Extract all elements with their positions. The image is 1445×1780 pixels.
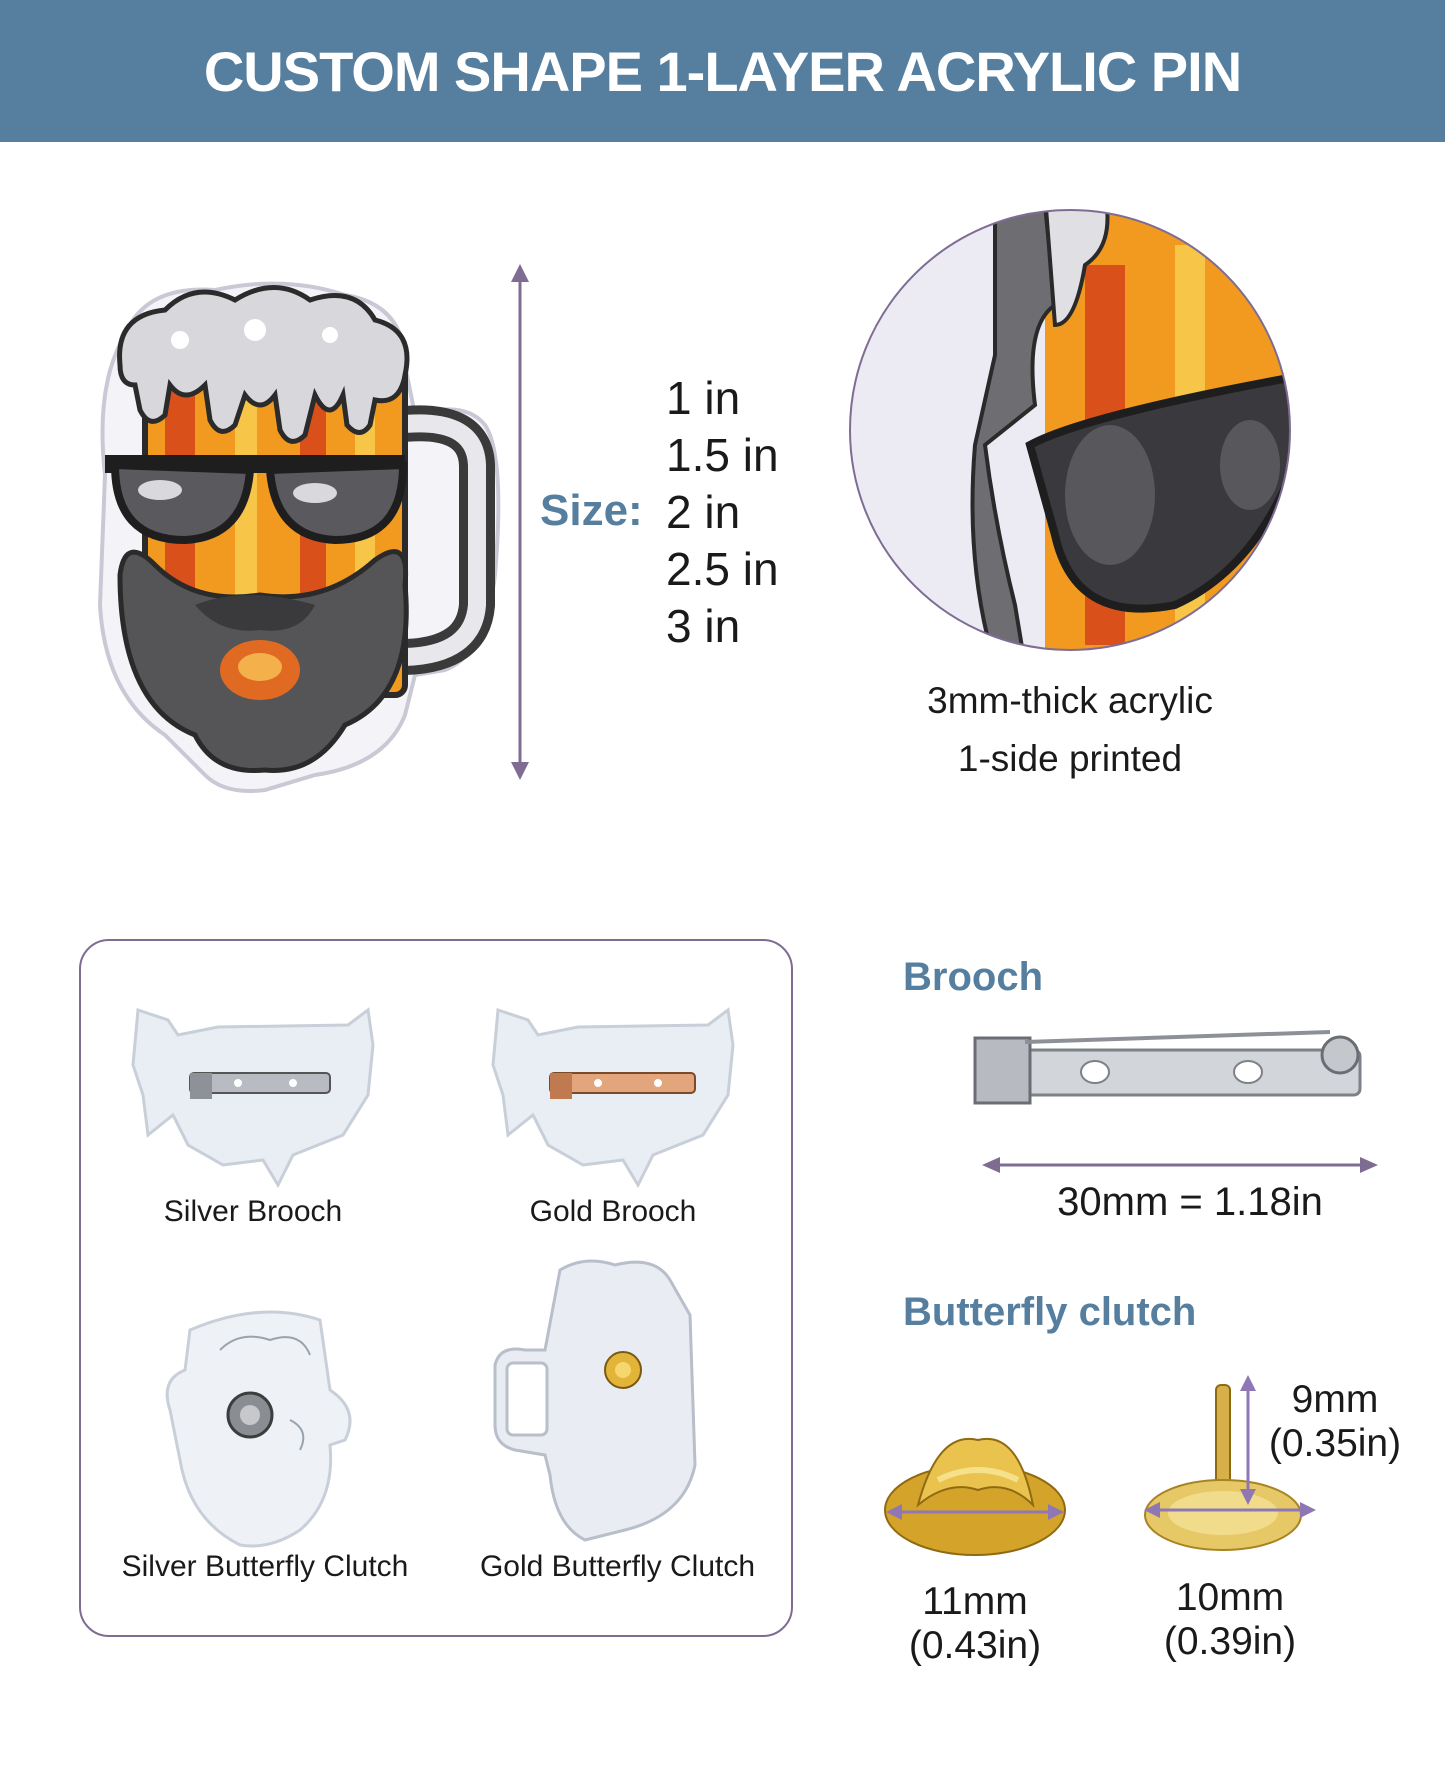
silver-brooch-label: Silver Brooch: [163, 1195, 343, 1228]
clutch-post-height-dimension: 9mm (0.35in): [1255, 1378, 1415, 1466]
gold-brooch-image: [491, 1007, 735, 1189]
size-option: 2.5 in: [666, 543, 779, 595]
clutch-post-image: [1144, 1375, 1316, 1551]
size-option: 1.5 in: [666, 429, 779, 481]
page-title: CUSTOM SHAPE 1-LAYER ACRYLIC PIN: [203, 39, 1242, 103]
brooch-width-arrow: [982, 1157, 1378, 1173]
gold-brooch-label: Gold Brooch: [529, 1195, 697, 1228]
size-option: 1 in: [666, 372, 741, 424]
silver-butterfly-clutch-image: [165, 1310, 352, 1548]
material-print: 1-side printed: [957, 738, 1183, 779]
clutch-post-width-mm: 10mm: [1175, 1576, 1285, 1619]
size-options-list: 1 in 1.5 in 2 in 2.5 in 3 in: [666, 370, 779, 655]
clutch-post-width-dimension: 10mm (0.39in): [1120, 1576, 1340, 1664]
page-header: CUSTOM SHAPE 1-LAYER ACRYLIC PIN: [0, 0, 1445, 142]
size-option: 3 in: [666, 600, 741, 652]
clutch-front-in: (0.43in): [908, 1624, 1042, 1667]
size-arrow: [511, 264, 529, 780]
clutch-post-height-in: (0.35in): [1268, 1422, 1402, 1465]
clutch-front-image: [884, 1437, 1066, 1556]
clutch-front-dimension: 11mm (0.43in): [880, 1580, 1070, 1668]
brooch-dimension: 30mm = 1.18in: [1057, 1180, 1323, 1224]
brooch-pin-image: [973, 1030, 1362, 1105]
material-thickness: 3mm-thick acrylic: [927, 680, 1213, 721]
clutch-post-height-mm: 9mm: [1291, 1378, 1379, 1421]
size-label: Size:: [540, 486, 643, 535]
material-caption: 3mm-thick acrylic 1-side printed: [845, 672, 1295, 788]
acrylic-closeup-image: [849, 209, 1291, 651]
gold-butterfly-clutch-label: Gold Butterfly Clutch: [479, 1550, 756, 1583]
brooch-section-title: Brooch: [903, 955, 1043, 999]
clutch-section-title: Butterfly clutch: [903, 1290, 1197, 1334]
beer-mug-pin-image: [97, 281, 501, 793]
silver-brooch-image: [131, 1007, 375, 1189]
clutch-front-mm: 11mm: [922, 1580, 1028, 1623]
clutch-post-width-in: (0.39in): [1163, 1620, 1297, 1663]
size-option: 2 in: [666, 486, 741, 538]
silver-butterfly-clutch-label: Silver Butterfly Clutch: [121, 1550, 409, 1583]
gold-butterfly-clutch-image: [493, 1259, 697, 1542]
